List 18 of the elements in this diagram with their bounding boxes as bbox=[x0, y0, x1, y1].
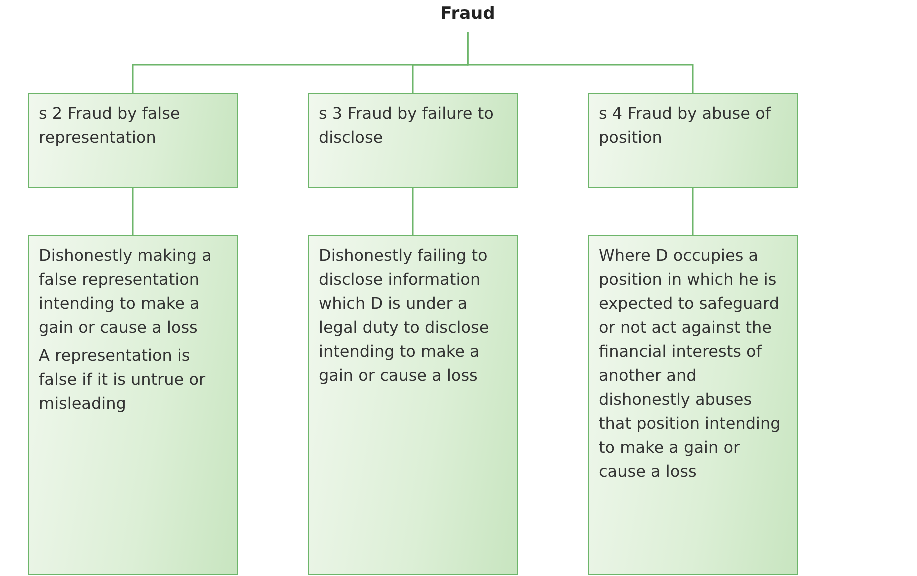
box-text: Where D occupies a position in which he is expected to safeguard or not act against the financial interests of another and dishonestly abuses that position intending to make a gain or cause a loss bbox=[599, 245, 782, 483]
box-text: A representation is false if it is untrue or misleading bbox=[39, 345, 207, 415]
connector-line bbox=[467, 32, 694, 93]
box-text: s 2 Fraud by false representation bbox=[39, 103, 182, 149]
box-text: s 3 Fraud by failure to disclose bbox=[319, 103, 495, 149]
definition-box bbox=[588, 235, 798, 575]
section-box bbox=[308, 93, 518, 188]
box-text: Dishonestly failing to disclose information which D is under a legal duty to disclose intending to make a gain or cause a loss bbox=[319, 245, 490, 387]
section-box bbox=[588, 93, 798, 188]
connector-line bbox=[412, 188, 414, 235]
box-text: s 4 Fraud by abuse of position bbox=[599, 103, 772, 149]
section-box bbox=[28, 93, 238, 188]
title-text: Fraud bbox=[428, 4, 508, 32]
connector-line bbox=[132, 188, 134, 235]
box-text: Dishonestly making a false representation intending to make a gain or cause a loss bbox=[39, 245, 213, 339]
connector-line bbox=[692, 188, 694, 235]
definition-box bbox=[28, 235, 238, 575]
definition-box bbox=[308, 235, 518, 575]
